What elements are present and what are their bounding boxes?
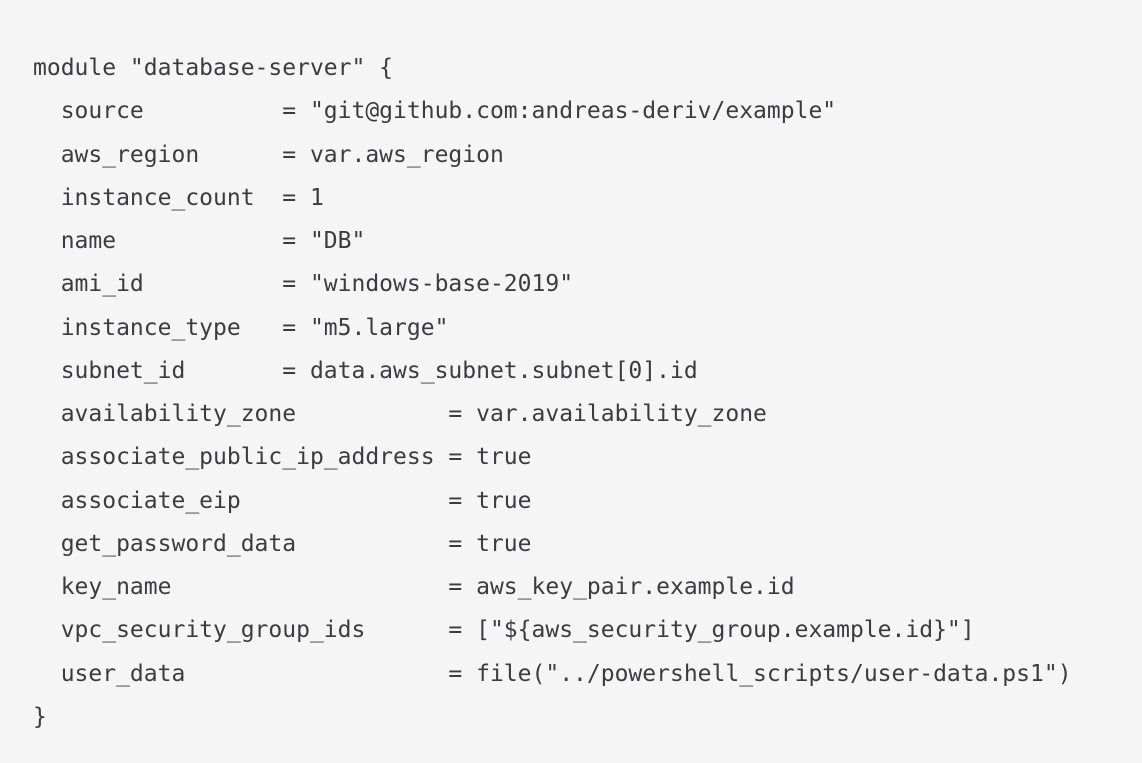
code-line: associate_eip = true bbox=[33, 487, 532, 514]
code-line: user_data = file("../powershell_scripts/… bbox=[33, 660, 1072, 687]
code-line: source = "git@github.com:andreas-deriv/e… bbox=[33, 98, 837, 125]
code-line: aws_region = var.aws_region bbox=[33, 141, 504, 168]
code-line: module "database-server" { bbox=[33, 55, 394, 81]
code-line: name = "DB" bbox=[33, 228, 366, 254]
code-line: } bbox=[33, 703, 47, 730]
code-line: key_name = aws_key_pair.example.id bbox=[33, 574, 795, 600]
code-line: subnet_id = data.aws_subnet.subnet[0].id bbox=[33, 357, 698, 384]
code-line: instance_count = 1 bbox=[33, 184, 324, 211]
code-line: availability_zone = var.availability_zon… bbox=[33, 401, 767, 427]
terraform-code-block: module "database-server" { source = "git… bbox=[0, 23, 1142, 763]
code-line: vpc_security_group_ids = ["${aws_securit… bbox=[33, 617, 975, 644]
code-line: get_password_data = true bbox=[33, 530, 532, 557]
code-line: instance_type = "m5.large" bbox=[33, 314, 449, 341]
code-line: ami_id = "windows-base-2019" bbox=[33, 271, 574, 298]
code-line: associate_public_ip_address = true bbox=[33, 444, 532, 471]
